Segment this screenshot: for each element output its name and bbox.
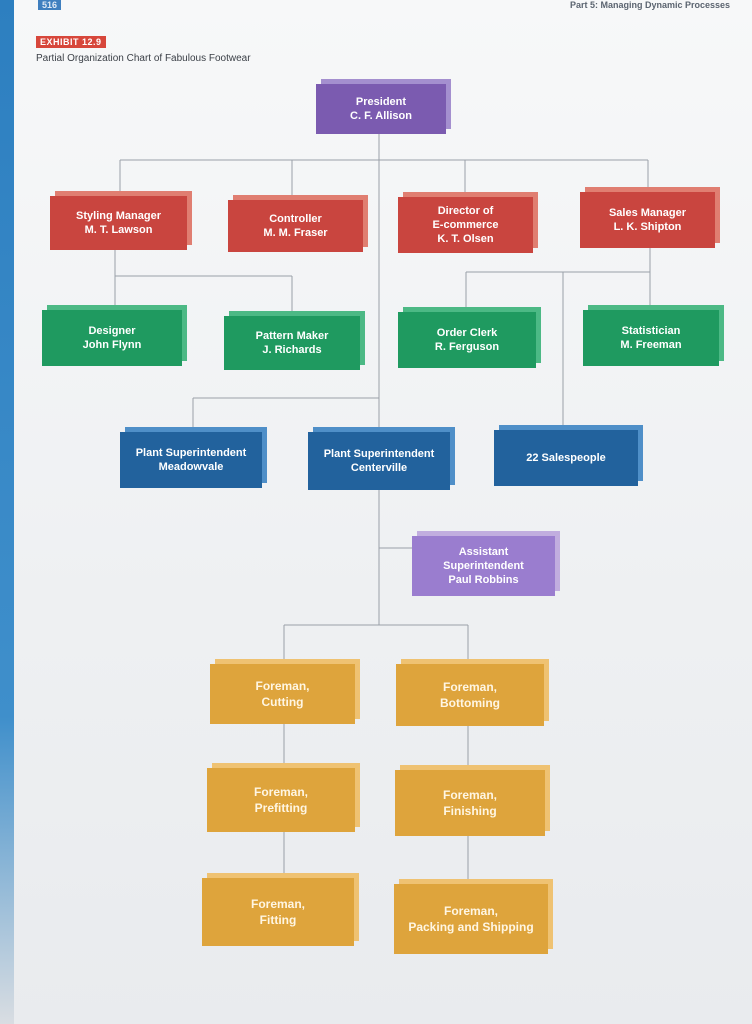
node-assistant-title2: Superintendent bbox=[443, 560, 524, 572]
node-plant-meadowvale-name: Meadowvale bbox=[158, 461, 224, 473]
node-foreman-packing-title: Foreman, bbox=[443, 904, 498, 918]
node-foreman-packing-name: Packing and Shipping bbox=[408, 920, 534, 934]
node-statistician-name: M. Freeman bbox=[620, 339, 682, 351]
node-foreman-finishing-name: Finishing bbox=[443, 804, 497, 818]
node-foreman-cutting-name: Cutting bbox=[261, 695, 304, 709]
node-styling-manager-name: M. T. Lawson bbox=[84, 224, 153, 236]
node-controller-name: M. M. Fraser bbox=[263, 227, 328, 239]
node-designer-name: John Flynn bbox=[82, 339, 142, 351]
node-order-clerk-title: Order Clerk bbox=[436, 327, 498, 339]
node-pattern-maker-title: Pattern Maker bbox=[255, 330, 329, 342]
node-pattern-maker-name: J. Richards bbox=[262, 344, 322, 356]
page-spine bbox=[0, 0, 14, 1024]
page-number: 516 bbox=[38, 0, 62, 10]
exhibit-tag: EXHIBIT 12.9 bbox=[36, 36, 106, 48]
node-plant-centerville-name: Centerville bbox=[350, 462, 408, 474]
node-plant-centerville-title: Plant Superintendent bbox=[323, 448, 435, 460]
node-foreman-bottoming: Foreman, Bottoming bbox=[396, 664, 544, 726]
node-president-name: C. F. Allison bbox=[350, 110, 412, 122]
node-foreman-finishing-title: Foreman, bbox=[442, 788, 497, 802]
node-foreman-fitting-name: Fitting bbox=[259, 913, 297, 927]
node-styling-manager-title: Styling Manager bbox=[76, 210, 161, 222]
node-statistician: Statistician M. Freeman bbox=[583, 310, 719, 366]
node-foreman-cutting-title: Foreman, bbox=[255, 679, 310, 693]
node-order-clerk: Order Clerk R. Ferguson bbox=[398, 312, 536, 368]
node-plant-meadowvale-title: Plant Superintendent bbox=[135, 447, 247, 459]
node-foreman-finishing: Foreman, Finishing bbox=[395, 770, 545, 836]
node-foreman-prefitting-name: Prefitting bbox=[254, 801, 308, 815]
node-director-title: Director of bbox=[437, 205, 494, 217]
node-designer-title: Designer bbox=[88, 325, 136, 337]
node-director-name: K. T. Olsen bbox=[437, 233, 494, 245]
running-head: Part 5: Managing Dynamic Processes bbox=[569, 0, 730, 10]
node-foreman-bottoming-title: Foreman, bbox=[442, 680, 497, 694]
node-director-title2: E-commerce bbox=[432, 219, 499, 231]
node-sales-manager-title: Sales Manager bbox=[608, 207, 687, 219]
node-statistician-title: Statistician bbox=[621, 325, 681, 337]
node-sales-manager-name: L. K. Shipton bbox=[613, 221, 682, 233]
node-assistant-superintendent: Assistant Superintendent Paul Robbins bbox=[412, 536, 555, 596]
node-foreman-fitting-title: Foreman, bbox=[250, 897, 305, 911]
node-salespeople: 22 Salespeople bbox=[494, 430, 638, 486]
node-foreman-bottoming-name: Bottoming bbox=[440, 696, 500, 710]
node-styling-manager: Styling Manager M. T. Lawson bbox=[50, 196, 187, 250]
node-assistant-title: Assistant bbox=[458, 546, 509, 558]
node-president-title: President bbox=[355, 96, 407, 108]
node-foreman-cutting: Foreman, Cutting bbox=[210, 664, 355, 724]
node-sales-manager: Sales Manager L. K. Shipton bbox=[580, 192, 715, 248]
node-assistant-name: Paul Robbins bbox=[448, 574, 519, 586]
node-pattern-maker: Pattern Maker J. Richards bbox=[224, 316, 360, 370]
node-plant-centerville: Plant Superintendent Centerville bbox=[308, 432, 450, 490]
node-controller-title: Controller bbox=[269, 213, 322, 225]
node-president: President C. F. Allison bbox=[316, 84, 446, 134]
node-salespeople-title: 22 Salespeople bbox=[526, 452, 606, 464]
node-foreman-fitting: Foreman, Fitting bbox=[202, 878, 354, 946]
node-foreman-prefitting-title: Foreman, bbox=[253, 785, 308, 799]
node-order-clerk-name: R. Ferguson bbox=[434, 341, 500, 353]
book-page bbox=[14, 0, 752, 1024]
exhibit-caption: Partial Organization Chart of Fabulous F… bbox=[36, 53, 251, 64]
node-designer: Designer John Flynn bbox=[42, 310, 182, 366]
node-controller: Controller M. M. Fraser bbox=[228, 200, 363, 252]
node-plant-meadowvale: Plant Superintendent Meadowvale bbox=[120, 432, 262, 488]
node-director-ecommerce: Director of E-commerce K. T. Olsen bbox=[398, 197, 533, 253]
node-foreman-prefitting: Foreman, Prefitting bbox=[207, 768, 355, 832]
node-foreman-packing: Foreman, Packing and Shipping bbox=[394, 884, 548, 954]
